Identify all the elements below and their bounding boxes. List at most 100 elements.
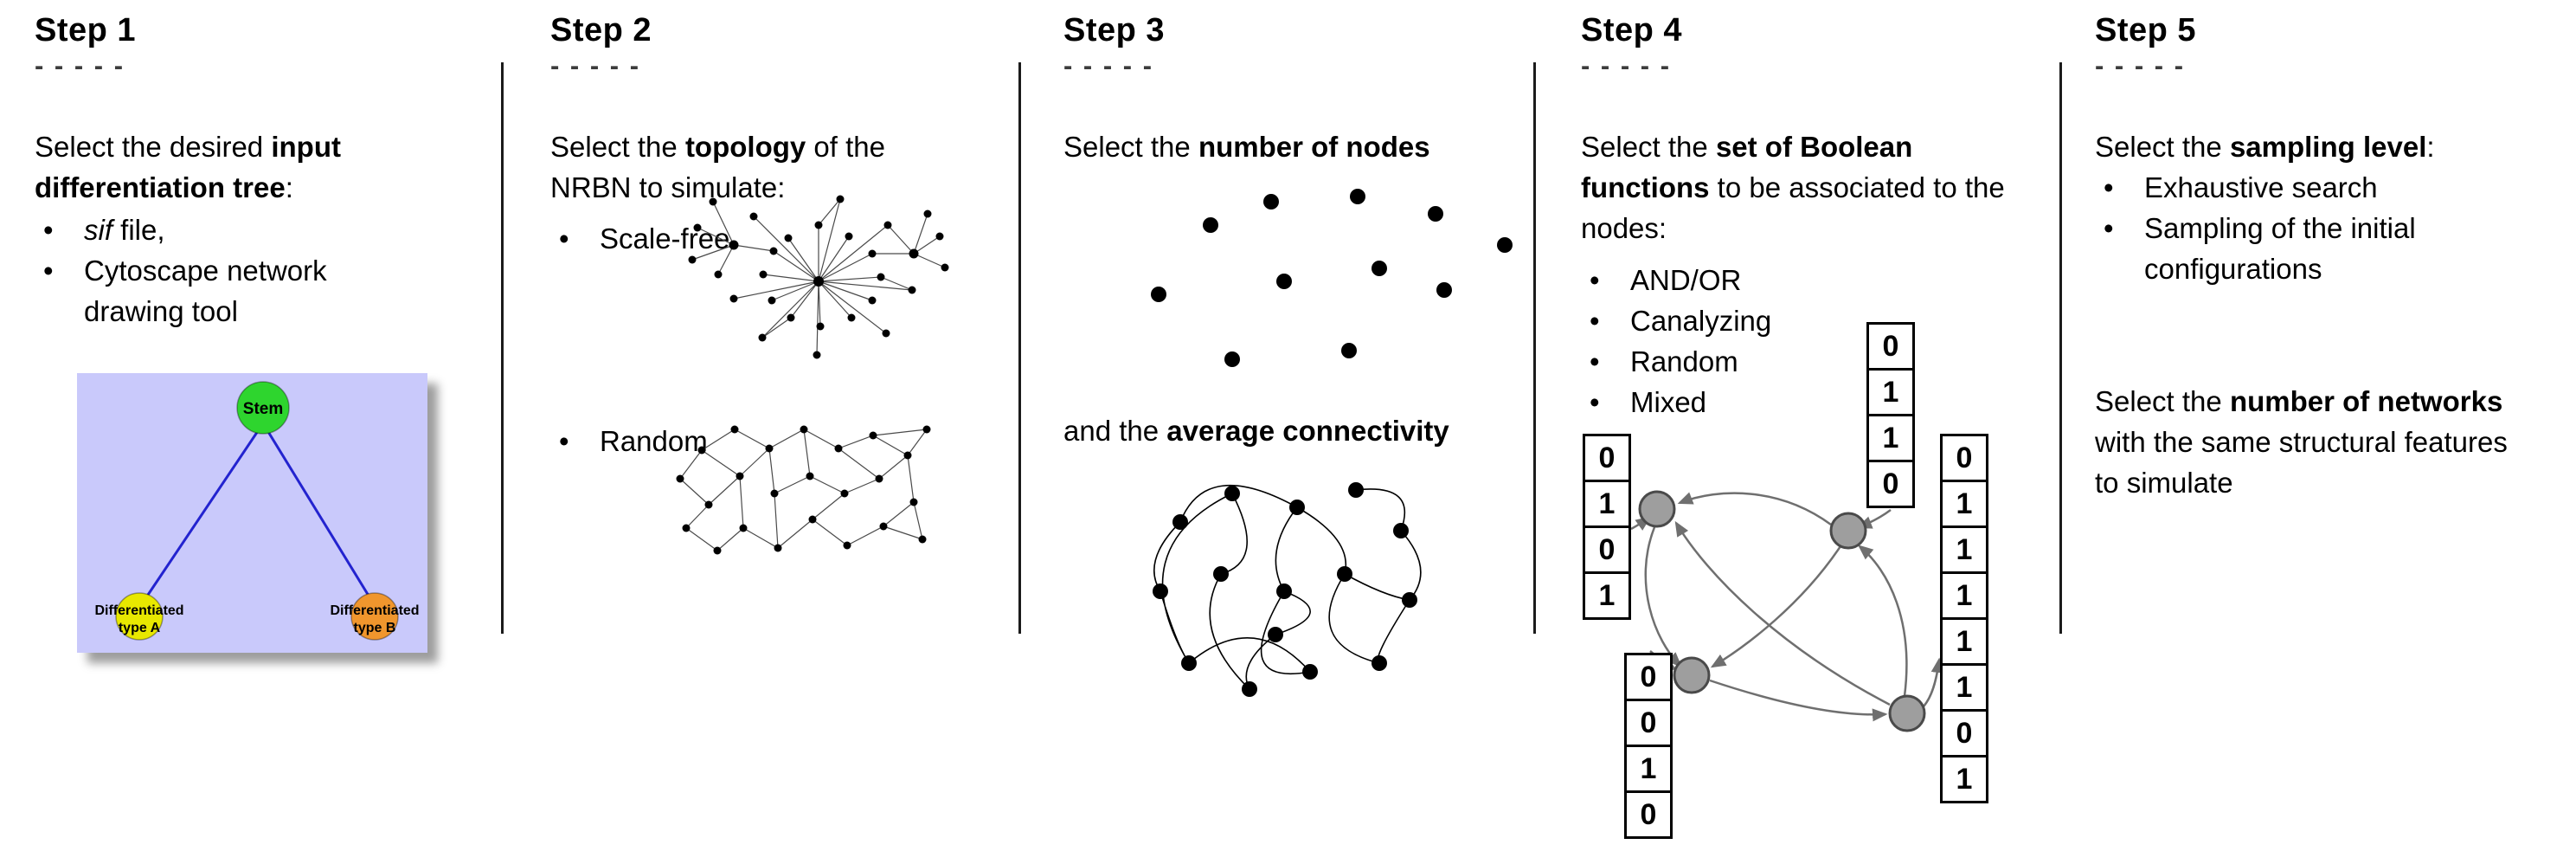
truth-table-cell: 0 xyxy=(1583,525,1631,574)
step1-dashes: - - - - - xyxy=(35,50,125,81)
bullet-icon: • xyxy=(559,425,569,457)
step3-line2-pre: and the xyxy=(1063,415,1167,447)
step3-line1-bold: number of nodes xyxy=(1198,131,1430,163)
step4-column: Step 4 - - - - - Select the set of Boole… xyxy=(1581,0,2065,851)
truth-table-cell: 0 xyxy=(1624,790,1673,839)
step2-column: Step 2 - - - - - Select the topology of … xyxy=(550,0,1018,851)
step2-intro-post: of the NRBN to simulate: xyxy=(550,131,885,203)
differentiation-tree-illustration: Stem Differentiated type A Differentiate… xyxy=(77,373,427,653)
step1-title: Step 1 xyxy=(35,12,137,48)
step5-para2-bold: number of networks xyxy=(2229,385,2503,417)
step5-column: Step 5 - - - - - Select the sampling lev… xyxy=(2095,0,2571,851)
truth-table-cell: 1 xyxy=(1940,525,1988,574)
step4-intro: Select the set of Boolean functions to b… xyxy=(1581,126,2031,248)
truth-table-left: 0 1 0 1 xyxy=(1583,434,1631,620)
step5-intro-post: : xyxy=(2426,131,2435,163)
step5-bullet-exhaustive: • Exhaustive search xyxy=(2104,167,2467,208)
step4-dashes: - - - - - xyxy=(1581,50,1672,81)
truth-table-cell: 1 xyxy=(1940,755,1988,803)
bullet-icon: • xyxy=(559,222,569,255)
step4-intro-pre: Select the xyxy=(1581,131,1716,163)
step3-dashes: - - - - - xyxy=(1063,50,1154,81)
step4-bullet-random: • Random xyxy=(1590,341,1953,382)
step5-intro-bold: sampling level xyxy=(2229,131,2427,163)
dots xyxy=(1151,189,1513,367)
tree-edge-a xyxy=(143,422,265,601)
step2-intro: Select the topology of the NRBN to simul… xyxy=(550,126,957,208)
type-a-label-line2: type A xyxy=(119,621,161,635)
random-network-illustration xyxy=(676,425,931,555)
step5-para2-pre: Select the xyxy=(2095,385,2230,417)
step1-intro: Select the desired input differentiation… xyxy=(35,126,467,208)
step5-intro: Select the sampling level: xyxy=(2095,126,2562,167)
step1-bullet-sif-text: sif file, xyxy=(84,210,407,250)
step4-title: Step 4 xyxy=(1581,12,1683,48)
step5-bullets: • Exhaustive search • Sampling of the in… xyxy=(2104,167,2467,289)
random-edges xyxy=(679,429,928,551)
bullet-icon: • xyxy=(43,214,54,246)
step2-bullet-random: • Random xyxy=(559,421,819,461)
step5-para2-post: with the same structural features to sim… xyxy=(2095,426,2508,499)
step5-bullet-sampling-text: Sampling of the initial configurations xyxy=(2144,212,2416,285)
step3-column: Step 3 - - - - - Select the number of no… xyxy=(1063,0,1548,851)
step5-bullet-sampling: • Sampling of the initial configurations xyxy=(2104,208,2467,289)
step3-line2-bold: average connectivity xyxy=(1166,415,1449,447)
step2-dashes: - - - - - xyxy=(550,50,641,81)
truth-table-cell: 0 xyxy=(1866,460,1915,508)
step4-intro-post: to be associated to the nodes: xyxy=(1581,171,2005,244)
divider-3 xyxy=(1533,62,1536,634)
step5-para2: Select the number of networks with the s… xyxy=(2095,381,2510,503)
truth-table-bottom-left: 0 0 1 0 xyxy=(1624,653,1673,839)
step2-intro-pre: Select the xyxy=(550,131,685,163)
truth-table-right: 0 1 1 1 1 1 0 1 xyxy=(1940,434,1988,803)
step4-intro-bold: set of Boolean functions xyxy=(1581,131,1913,203)
type-b-label-line2: type B xyxy=(354,621,396,635)
truth-table-cell: 1 xyxy=(1624,745,1673,793)
sif-italic: sif xyxy=(84,214,112,246)
step1-intro-bold: input differentiation tree xyxy=(35,131,341,203)
sif-rest: file, xyxy=(112,214,165,246)
step4-bullets: • AND/OR • Canalyzing • Random • Mixed xyxy=(1590,260,1953,422)
step4-bullet-canalyzing: • Canalyzing xyxy=(1590,300,1953,341)
tree-edge-b xyxy=(261,422,373,601)
step2-title: Step 2 xyxy=(550,12,652,48)
step4-bullet-canalyzing-text: Canalyzing xyxy=(1630,305,1772,337)
type-a-node xyxy=(115,592,164,641)
connectivity-edges xyxy=(1153,484,1422,690)
bullet-icon: • xyxy=(2104,212,2114,244)
bullet-icon: • xyxy=(1590,305,1600,337)
bullet-icon: • xyxy=(1590,386,1600,418)
scale-free-network-illustration xyxy=(688,195,949,359)
truth-table-cell: 0 xyxy=(1583,434,1631,482)
step2-bullet-random-text: Random xyxy=(600,425,708,457)
bullet-icon: • xyxy=(2104,171,2114,203)
step1-intro-post: : xyxy=(285,171,293,203)
bullet-icon: • xyxy=(43,255,54,287)
bn-node-4 xyxy=(1888,694,1926,732)
step1-column: Step 1 - - - - - Select the desired inpu… xyxy=(35,0,493,851)
boolean-network-nodes xyxy=(1638,490,1926,732)
step5-intro-pre: Select the xyxy=(2095,131,2230,163)
step2-bullet-scalefree-text: Scale-free xyxy=(600,222,730,255)
truth-table-cell: 1 xyxy=(1940,480,1988,528)
step4-bullet-random-text: Random xyxy=(1630,345,1738,377)
step3-line1: Select the number of nodes xyxy=(1063,126,1548,167)
truth-table-cell: 1 xyxy=(1940,663,1988,712)
step3-title: Step 3 xyxy=(1063,12,1166,48)
truth-table-cell: 1 xyxy=(1940,571,1988,620)
step3-line2: and the average connectivity xyxy=(1063,410,1548,451)
step1-bullet-cytoscape-text: Cytoscape network drawing tool xyxy=(84,255,327,327)
step4-bullet-mixed: • Mixed xyxy=(1590,382,1953,422)
truth-table-top: 0 1 1 0 xyxy=(1866,322,1915,508)
stem-label: Stem xyxy=(243,400,283,418)
stem-node xyxy=(236,381,290,435)
truth-table-cell: 0 xyxy=(1624,653,1673,701)
scale-free-nodes xyxy=(688,195,949,359)
type-b-label-line1: Differentiated xyxy=(330,603,419,618)
step1-bullets: • sif file, • Cytoscape network drawing … xyxy=(43,210,407,332)
truth-table-cell: 1 xyxy=(1866,414,1915,462)
scale-free-edges xyxy=(691,198,946,356)
truth-table-cell: 0 xyxy=(1624,699,1673,747)
step5-dashes: - - - - - xyxy=(2095,50,2186,81)
step2-intro-bold: topology xyxy=(684,131,806,163)
